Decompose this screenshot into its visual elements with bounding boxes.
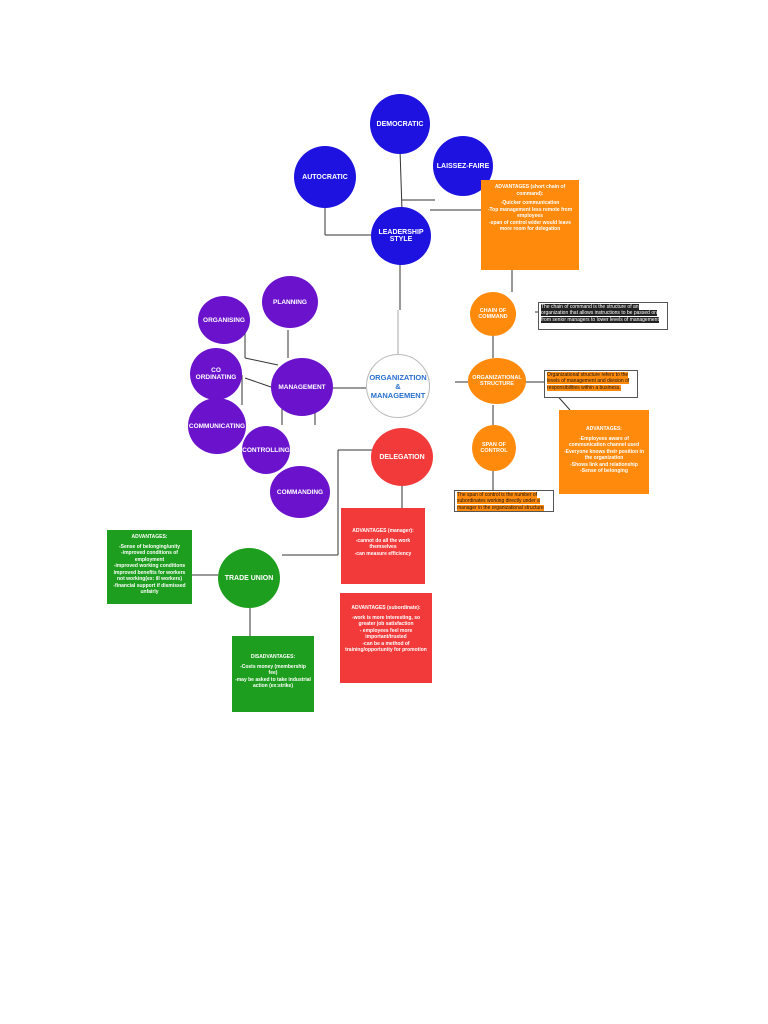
autocratic-label: AUTOCRATIC: [302, 173, 348, 181]
laissez-faire-label: LAISSEZ-FAIRE: [436, 162, 490, 170]
organizational-structure-note-text: Organizational structure refers to the l…: [547, 372, 630, 391]
node-span-of-control: SPAN OF CONTROL: [472, 425, 516, 471]
delegation-manager-box: ADVANTAGES (manager): -cannot do all the…: [341, 508, 425, 584]
trade-union-advantages-line: -improved working conditions: [113, 563, 186, 569]
planning-label: PLANNING: [273, 298, 307, 306]
delegation-manager-line: -cannot do all the work themselves: [355, 537, 411, 551]
node-communicating: COMMUNICATING: [188, 398, 246, 454]
structure-advantages-line: -Employees aware of communication channe…: [568, 435, 640, 449]
delegation-label: DELEGATION: [379, 453, 425, 461]
democratic-label: DEMOCRATIC: [376, 120, 424, 128]
node-controlling: CONTROLLING: [242, 426, 290, 474]
trade-union-disadvantages-line: -Costs money (membership fee): [240, 663, 306, 677]
structure-advantages-line: -Everyone knows their position in the or…: [563, 448, 644, 462]
node-management: MANAGEMENT: [271, 358, 333, 416]
structure-advantages-box: ADVANTAGES: -Employees aware of communic…: [559, 410, 649, 494]
node-delegation: DELEGATION: [371, 428, 433, 486]
node-leadership-style: LEADERSHIP STYLE: [371, 207, 431, 265]
trade-union-advantages-line: -Sense of belonging/unity: [118, 543, 181, 550]
span-of-control-note-text: The span of control is the number of sub…: [457, 492, 544, 511]
node-organizational-structure: ORGANIZATIONAL STRUCTURE: [468, 358, 526, 404]
node-chain-of-command: CHAIN OF COMMAND: [470, 292, 516, 336]
trade-union-advantages-line: improved benefits for workers not workin…: [113, 569, 186, 583]
delegation-subordinate-title: ADVANTAGES (subordinate):: [351, 605, 421, 611]
delegation-subordinate-line: -work is more interesting, so greater jo…: [351, 614, 421, 628]
delegation-subordinate-line: -can be a method of training/opportunity…: [345, 640, 427, 654]
trade-union-disadvantages-line: -may be asked to take industrial action …: [235, 676, 311, 690]
trade-union-advantages-line: -improved conditions of employment: [121, 550, 178, 563]
node-planning: PLANNING: [262, 276, 318, 328]
node-democratic: DEMOCRATIC: [370, 94, 430, 154]
organizational-structure-note: Organizational structure refers to the l…: [544, 370, 638, 398]
node-trade-union: TRADE UNION: [218, 548, 280, 608]
trade-union-disadvantages-title: DISADVANTAGES:: [250, 654, 296, 660]
chain-advantages-title: ADVANTAGES (short chain of command):: [494, 184, 566, 197]
chain-advantages-box: ADVANTAGES (short chain of command): -Qu…: [481, 180, 579, 270]
chain-advantages-line: -span of control wider would leave more …: [489, 219, 571, 233]
delegation-manager-line: -can measure efficiency: [354, 550, 412, 557]
structure-advantages-line: -Shows link and relationship: [570, 461, 638, 468]
structure-advantages-title: ADVANTAGES:: [586, 426, 622, 432]
span-of-control-label: SPAN OF CONTROL: [480, 442, 508, 454]
node-autocratic: AUTOCRATIC: [294, 146, 356, 208]
structure-advantages-line: -Sense of belonging: [580, 468, 628, 474]
leadership-style-label: LEADERSHIP STYLE: [378, 229, 424, 243]
trade-union-label: TRADE UNION: [224, 574, 274, 582]
center-label-line2: &: [395, 381, 401, 391]
center-label-line3: MANAGEMENT: [370, 390, 426, 400]
co-ordinating-label: CO ORDINATING: [195, 367, 237, 381]
organizational-structure-label: ORGANIZATIONAL STRUCTURE: [472, 375, 522, 387]
center-node-organization-management: ORGANIZATION & MANAGEMENT: [366, 354, 430, 418]
trade-union-disadvantages-box: DISADVANTAGES: -Costs money (membership …: [232, 636, 314, 712]
trade-union-advantages-title: ADVANTAGES:: [131, 534, 168, 540]
communicating-label: COMMUNICATING: [188, 422, 246, 430]
chain-advantages-line: -Top management less remote from employe…: [487, 206, 573, 220]
controlling-label: CONTROLLING: [242, 446, 290, 454]
span-of-control-note: The span of control is the number of sub…: [454, 490, 554, 512]
trade-union-advantages-box: ADVANTAGES: -Sense of belonging/unity -i…: [107, 530, 192, 604]
commanding-label: COMMANDING: [276, 488, 324, 496]
node-co-ordinating: CO ORDINATING: [190, 348, 242, 400]
organising-label: ORGANISING: [203, 316, 245, 324]
trade-union-advantages-line: -financial support if dismissed unfairly: [113, 582, 186, 596]
chain-of-command-note: The chain of command is the structure of…: [538, 302, 668, 330]
chain-of-command-label: CHAIN OF COMMAND: [478, 308, 508, 320]
management-label: MANAGEMENT: [278, 383, 326, 391]
center-label-line1: ORGANIZATION: [369, 372, 427, 382]
chain-advantages-line: -Quicker communication: [500, 200, 560, 206]
node-organising: ORGANISING: [198, 296, 250, 344]
chain-of-command-note-text: The chain of command is the structure of…: [541, 304, 659, 323]
delegation-manager-title: ADVANTAGES (manager):: [352, 528, 414, 534]
delegation-subordinate-box: ADVANTAGES (subordinate): -work is more …: [340, 593, 432, 683]
delegation-subordinate-line: - employees feel more important/trusted: [359, 627, 413, 641]
node-commanding: COMMANDING: [270, 466, 330, 518]
